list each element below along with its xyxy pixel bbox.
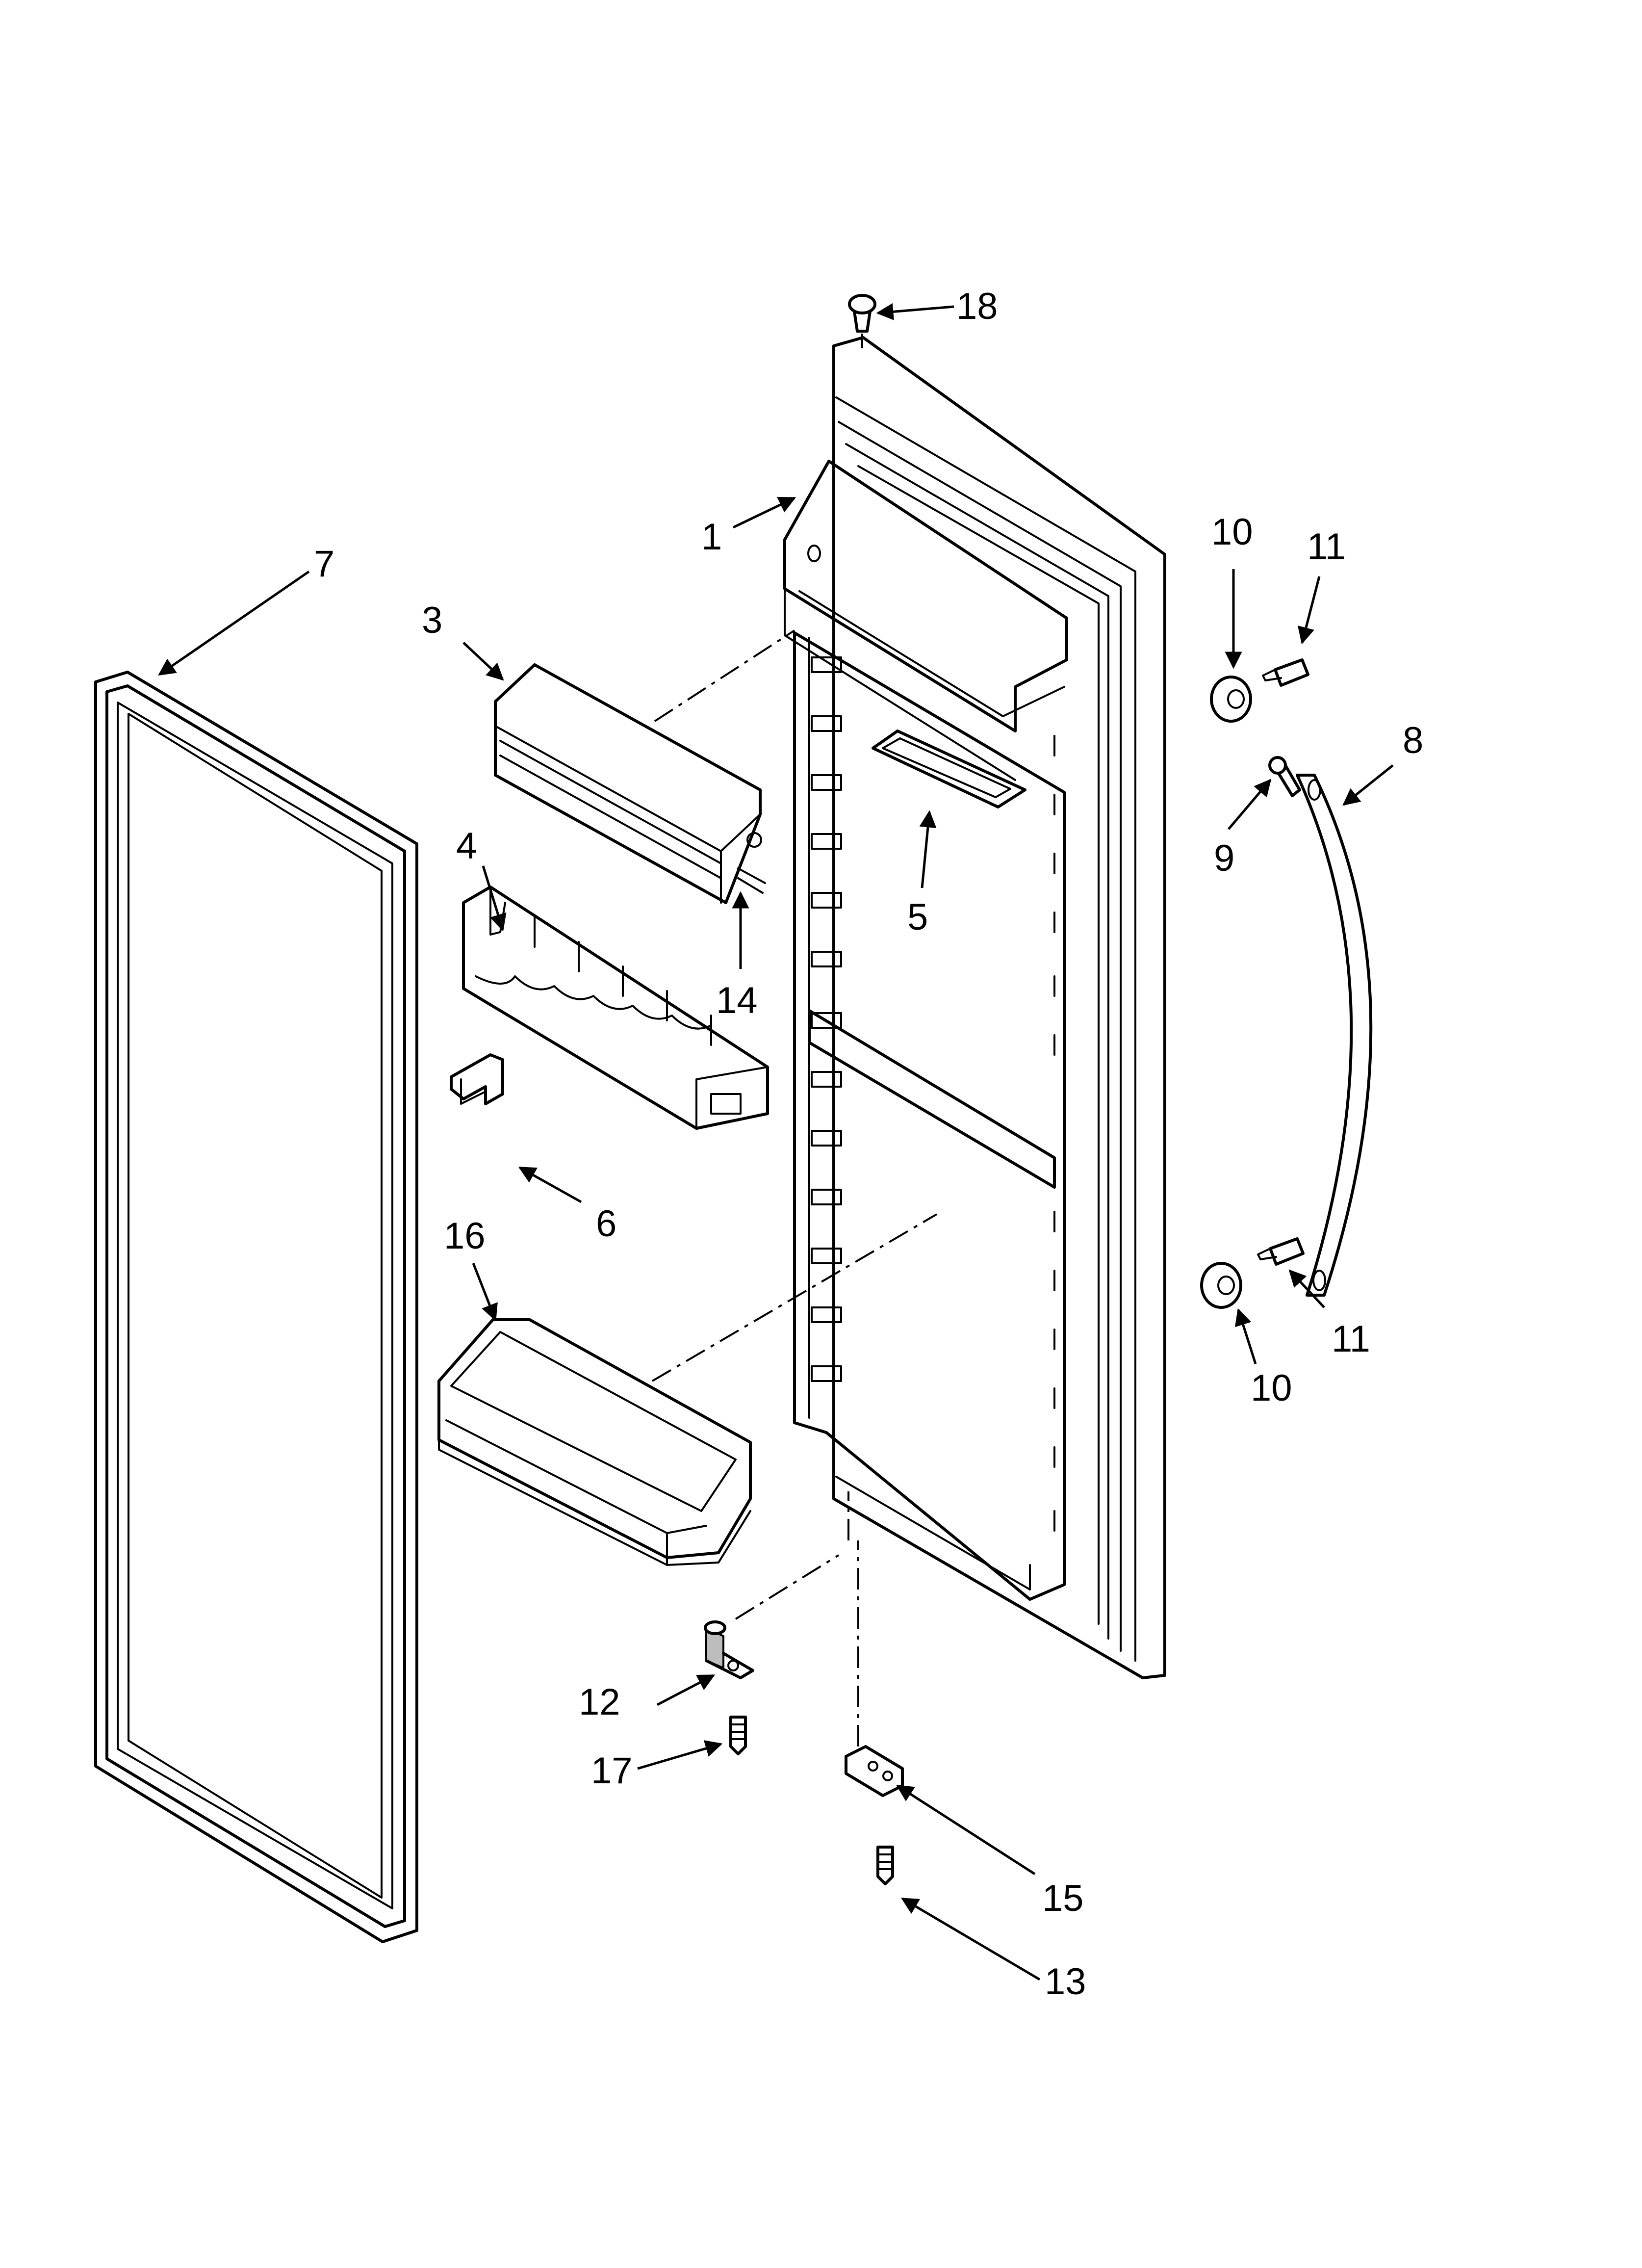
callout-4: 4 [456,825,477,867]
callout-16: 16 [444,1215,486,1257]
callout-15: 15 [1042,1877,1084,1919]
part-16-door-bin [437,1213,938,1566]
part-14-screw [876,1846,894,1885]
part-17-screw [729,1716,747,1755]
callout-11-lower: 11 [1332,1318,1370,1360]
callout-1: 1 [701,516,722,558]
callout-18: 18 [956,286,998,327]
part-1-door-liner [783,336,1166,1679]
leader-arrows [158,303,1394,1981]
part-3-dairy-compartment [494,629,795,904]
callout-17: 17 [591,1750,633,1792]
part-10-spacer-lower [1200,1262,1242,1309]
part-12-hinge [704,1554,840,1679]
part-11-screw-lower [1257,1237,1305,1266]
callout-13: 14 [716,980,758,1021]
callout-5: 5 [907,896,928,938]
callout-3: 3 [422,600,442,641]
callout-7: 7 [314,543,334,585]
callout-12: 12 [579,1681,620,1723]
part-15-hinge-plate [845,1491,904,1797]
part-10-spacer-upper [1210,676,1252,723]
callout-8: 8 [1403,720,1423,761]
part-8-handle [1296,774,1373,1297]
callout-6: 6 [596,1203,616,1245]
part-5-small-tray [872,730,1026,808]
callout-10-lower: 10 [1251,1367,1292,1409]
part-11-screw-upper [1262,658,1309,687]
callout-9: 9 [1214,837,1234,879]
callout-11-upper: 11 [1307,526,1346,568]
callout-labels: 18 1 7 3 10 11 8 4 9 5 14 6 16 11 10 12 … [314,286,1423,2003]
part-18-plug [848,294,876,348]
callout-14: 13 [1045,1961,1086,2003]
part-9-screw [1268,756,1301,797]
shelf-tabs-left [811,656,842,1382]
part-6-clip [450,1053,504,1105]
part-7-door-gasket [94,671,418,1943]
callout-10-upper: 10 [1211,511,1253,553]
